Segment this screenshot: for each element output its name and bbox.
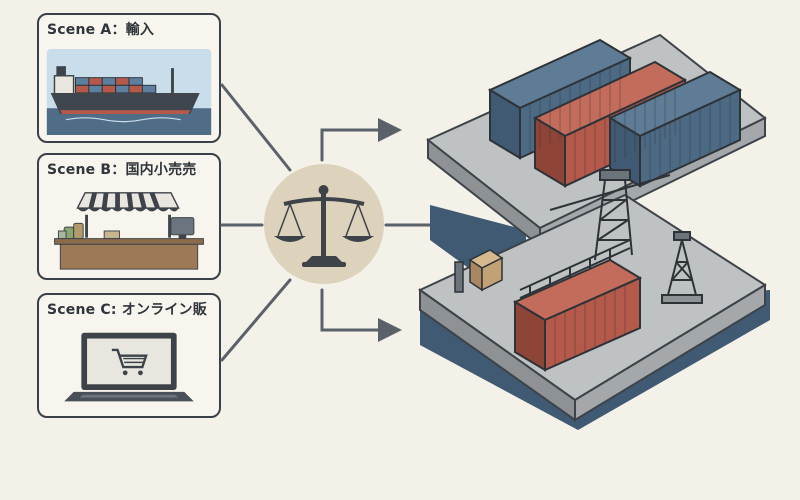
port-terminal [418,33,770,430]
scene-b-label: Scene B：国内小売売 [47,162,197,178]
connector-scene-c [220,278,292,362]
scene-card-domestic-retail[interactable]: Scene B：国内小売売 [37,153,221,280]
arrow-upper [320,118,402,162]
rail-gantry [519,239,631,300]
market-stall-icon [45,189,213,272]
balance-scale-icon [264,164,384,284]
light-tower [661,231,703,304]
small-crate [454,249,504,293]
container-red-lower [512,258,643,372]
scene-card-import[interactable]: Scene A：輸入 [37,13,221,143]
laptop-shopping-cart-icon [45,329,213,410]
gantry-crane [549,169,671,261]
scene-card-online-sales[interactable]: Scene C: オンライン販売 [37,293,221,418]
cargo-ship-icon [45,49,213,135]
scene-a-label: Scene A：輸入 [47,22,155,38]
connector-scene-a [220,83,292,172]
arrow-lower [320,288,402,342]
